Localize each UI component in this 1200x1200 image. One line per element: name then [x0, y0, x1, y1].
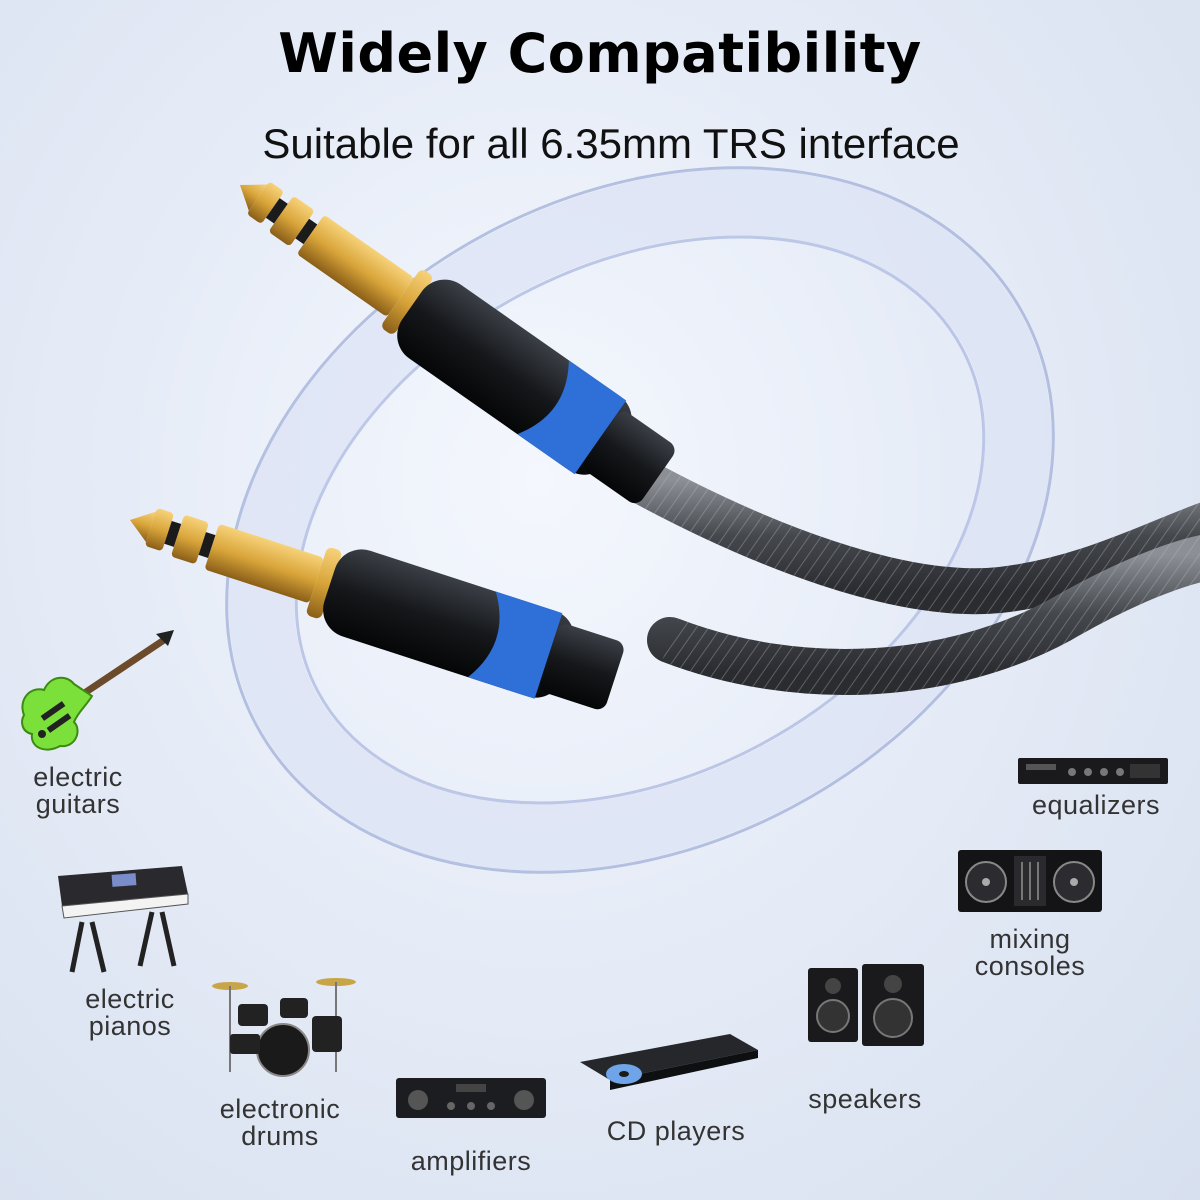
equalizer-icon — [1018, 758, 1168, 784]
drum-kit-icon — [212, 978, 356, 1077]
amplifier-icon — [396, 1078, 546, 1118]
speakers-icon — [808, 964, 924, 1046]
glass-ring — [225, 166, 1055, 874]
label-mixing-consoles: mixing consoles — [974, 924, 1086, 981]
upper-plug — [240, 182, 675, 504]
page-title: Widely Compatibility — [278, 22, 922, 85]
label-equalizers: equalizers — [1031, 790, 1161, 820]
cd-player-icon — [580, 1034, 758, 1090]
page-subtitle: Suitable for all 6.35mm TRS interface — [262, 120, 960, 167]
lower-plug — [130, 508, 624, 710]
label-electric-guitars: electric guitars — [33, 762, 123, 819]
label-electric-pianos: electric pianos — [85, 984, 175, 1041]
label-electronic-drums: electronic drums — [219, 1094, 341, 1151]
label-cd-players: CD players — [606, 1116, 746, 1146]
keyboard-icon — [58, 866, 189, 973]
guitar-icon — [21, 630, 174, 751]
dj-mixer-icon — [958, 850, 1102, 912]
label-amplifiers: amplifiers — [410, 1146, 532, 1176]
label-speakers: speakers — [808, 1084, 922, 1114]
